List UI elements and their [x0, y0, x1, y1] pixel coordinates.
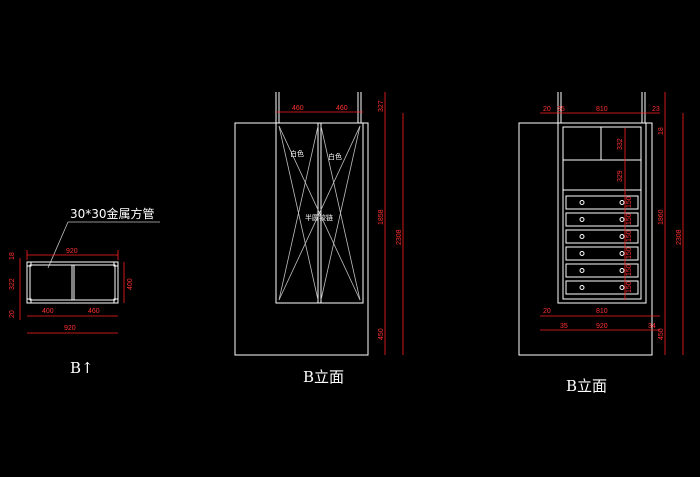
- svg-text:460: 460: [336, 105, 348, 112]
- elevation-right-label: B立面: [566, 377, 607, 395]
- drawer-knob-icon: [579, 217, 585, 222]
- svg-text:20: 20: [543, 308, 551, 315]
- drawer-knob-icon: [619, 268, 625, 273]
- drawer-height-label: 150: [626, 281, 633, 293]
- drawer-knob-icon: [579, 234, 585, 239]
- svg-text:35: 35: [560, 323, 568, 330]
- plan-label: B↑: [70, 359, 94, 377]
- drawer: [565, 229, 639, 244]
- elevation-left-label: B立面: [303, 368, 344, 386]
- drawer-height-label: 150: [626, 230, 633, 242]
- svg-text:329: 329: [617, 170, 624, 182]
- drawer: [565, 212, 639, 227]
- plan-outer-frame: [26, 261, 119, 304]
- drawer: [565, 263, 639, 278]
- svg-text:450: 450: [378, 328, 385, 340]
- plan-annotation: 30*30金属方管: [70, 206, 155, 221]
- svg-text:332: 332: [617, 138, 624, 150]
- svg-text:810: 810: [596, 106, 608, 113]
- svg-text:白色: 白色: [290, 149, 304, 158]
- svg-text:327: 327: [378, 100, 385, 112]
- drawer-knob-icon: [619, 251, 625, 256]
- svg-text:1860: 1860: [658, 209, 665, 225]
- svg-text:810: 810: [596, 308, 608, 315]
- plan-view: 30*30金属方管 920 18 322 20 400 400 460 920 …: [9, 206, 160, 377]
- plan-dim-top: 920: [66, 248, 78, 255]
- drawer-height-label: 150: [626, 196, 633, 208]
- svg-text:460: 460: [292, 105, 304, 112]
- svg-text:400: 400: [127, 278, 134, 290]
- drawer-knob-icon: [579, 200, 585, 205]
- svg-text:460: 460: [88, 308, 100, 315]
- svg-text:920: 920: [596, 323, 608, 330]
- svg-text:322: 322: [9, 278, 16, 290]
- drawer-knob-icon: [619, 217, 625, 222]
- drawer-height-label: 150: [626, 213, 633, 225]
- drawer-knob-icon: [619, 200, 625, 205]
- svg-text:400: 400: [42, 308, 54, 315]
- drawer: [565, 246, 639, 261]
- svg-text:23: 23: [652, 106, 660, 113]
- svg-text:35: 35: [557, 106, 565, 113]
- drawer-knob-icon: [579, 268, 585, 273]
- svg-text:18: 18: [9, 252, 16, 260]
- svg-text:2308: 2308: [676, 229, 683, 245]
- svg-text:450: 450: [658, 328, 665, 340]
- svg-text:920: 920: [64, 325, 76, 332]
- drawer-knob-icon: [619, 285, 625, 290]
- svg-text:18: 18: [658, 127, 665, 135]
- svg-text:半圆铰链: 半圆铰链: [305, 213, 333, 222]
- drawer-knob-icon: [579, 251, 585, 256]
- drawer: [565, 195, 639, 210]
- svg-text:20: 20: [9, 310, 16, 318]
- svg-text:白色: 白色: [328, 152, 342, 161]
- drawer-knob-icon: [619, 234, 625, 239]
- cabinet-left-elevation: [275, 122, 364, 304]
- cabinet-right-elevation: [557, 122, 647, 304]
- svg-text:2308: 2308: [396, 229, 403, 245]
- svg-text:34: 34: [648, 323, 656, 330]
- drawer-knob-icon: [579, 285, 585, 290]
- elevation-left: 白色 白色 半圆铰链 460 460 327 1858 2308 450 B立面: [234, 92, 404, 386]
- svg-text:1858: 1858: [378, 209, 385, 225]
- svg-text:20: 20: [543, 106, 551, 113]
- drawer-height-label: 150: [626, 264, 633, 276]
- drawer-stack: 150 150 150 150 150 150: [565, 195, 639, 295]
- drawer: [565, 280, 639, 295]
- annotation-leader: [47, 221, 69, 269]
- drawer-height-label: 150: [626, 247, 633, 259]
